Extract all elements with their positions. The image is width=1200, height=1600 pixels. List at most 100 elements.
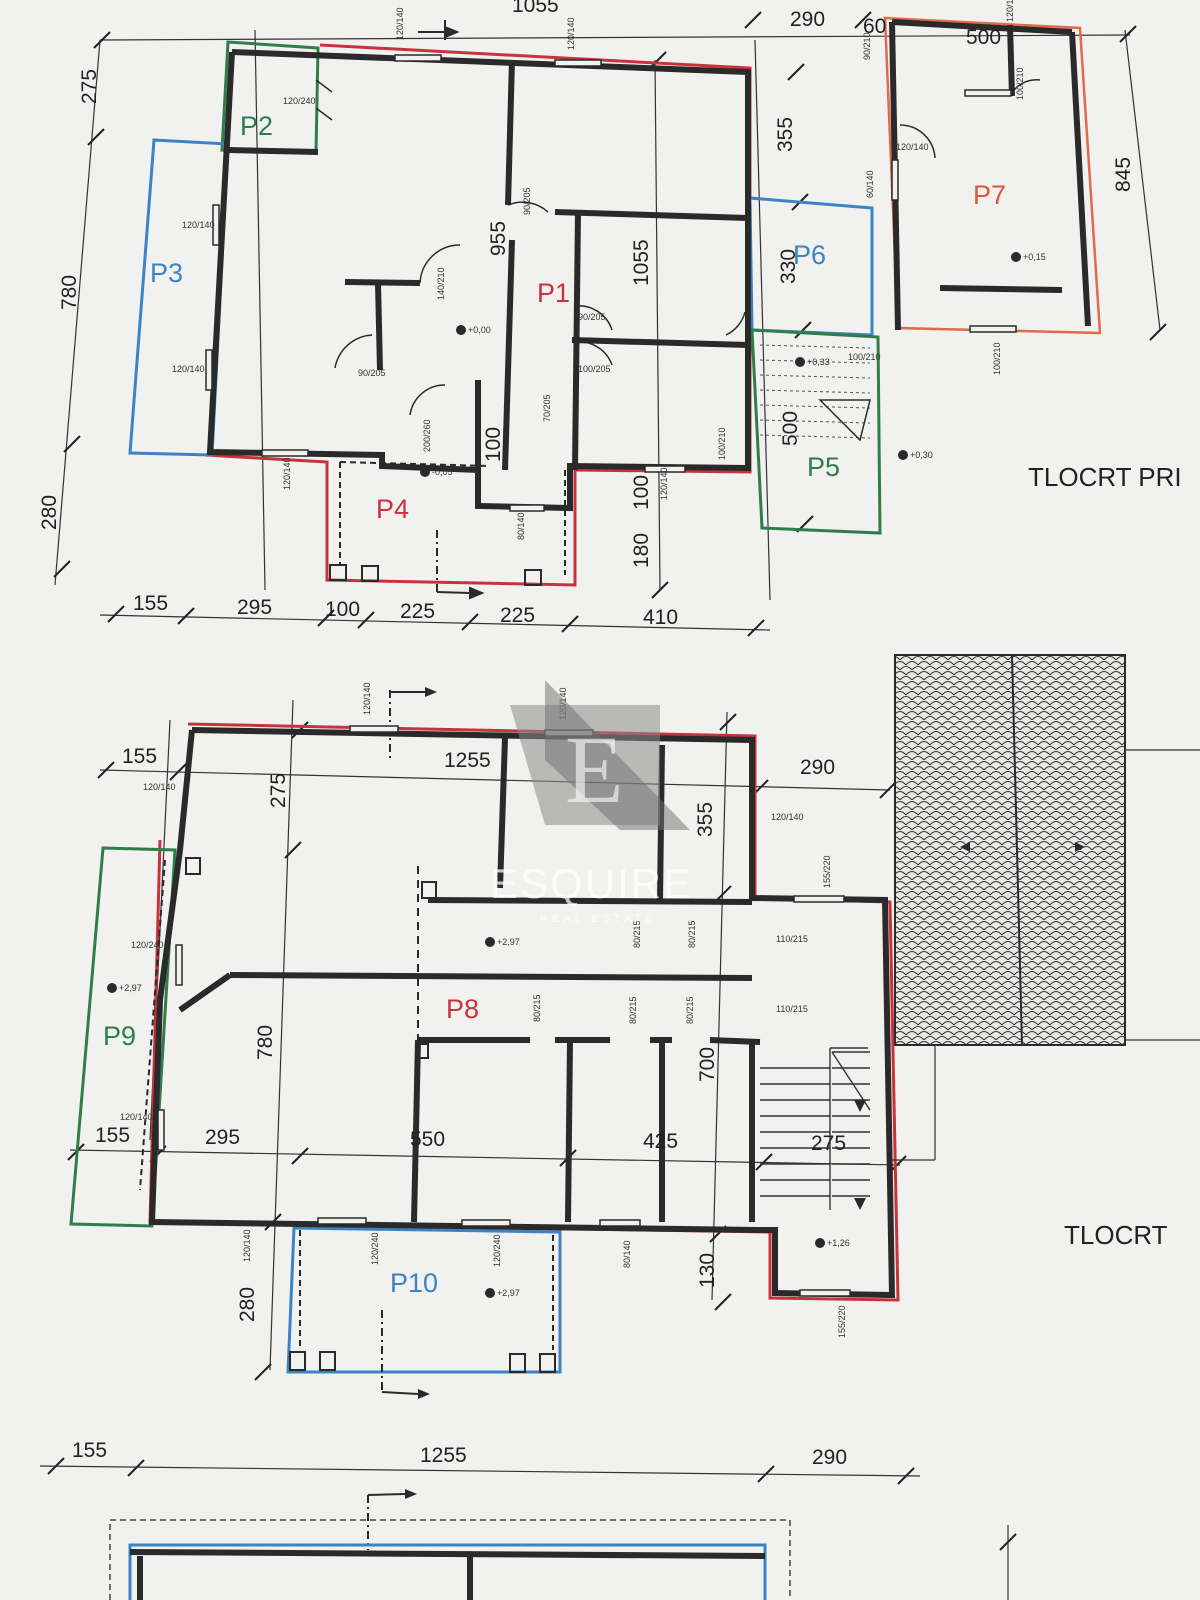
dim-upper-155b: 155 [95, 1124, 130, 1147]
level-mark: +2,97 [497, 937, 520, 947]
room-label-p6: P6 [793, 240, 826, 270]
level-mark: +1,26 [827, 1238, 850, 1248]
dim-left-780: 780 [58, 275, 81, 310]
room-label-p2: P2 [240, 111, 273, 141]
opening-tag: 120/140 [182, 220, 215, 230]
level-mark: +0,33 [807, 357, 830, 367]
dim-upper-275b: 275 [811, 1132, 846, 1155]
dim-inner-330: 330 [777, 249, 800, 284]
dim-inner-1055: 1055 [630, 239, 653, 286]
level-mark: +2,97 [119, 983, 142, 993]
ground-floor-title: TLOCRT PRI [1028, 462, 1182, 492]
opening-tag: 100/210 [717, 427, 727, 460]
dim-left-280: 280 [38, 495, 61, 530]
opening-tag: 120/140 [172, 364, 205, 374]
dim-bottom-225b: 225 [500, 604, 535, 627]
dim-top-290: 290 [790, 8, 825, 31]
opening-tag: 120/140 [395, 7, 405, 40]
opening-tag: 120/240 [370, 1232, 380, 1265]
opening-tag: 120/140 [282, 457, 292, 490]
opening-tag: 120/240 [283, 96, 316, 106]
watermark-sub: REAL ESTATE [540, 913, 657, 925]
opening-tag: 100/210 [848, 352, 881, 362]
room-label-p8: P8 [446, 994, 479, 1024]
dim-inner-100a: 100 [482, 427, 505, 462]
dim-third-1255: 1255 [420, 1444, 467, 1467]
dim-right-845: 845 [1112, 157, 1135, 192]
dim-bottom-410: 410 [643, 606, 678, 629]
upper-floor-plan: 155 1255 290 275 780 355 700 155 295 550… [67, 654, 1200, 1399]
dim-upper-275: 275 [267, 773, 290, 808]
opening-tag: 90/205 [358, 368, 386, 378]
dim-inner-355: 355 [774, 117, 797, 152]
opening-tag: 80/215 [632, 920, 642, 948]
dim-bottom-155: 155 [133, 592, 168, 615]
dim-left-275: 275 [78, 69, 101, 104]
opening-tag: 120/140 [242, 1229, 252, 1262]
opening-tag: 120/140 [362, 682, 372, 715]
dim-upper-1255: 1255 [444, 749, 491, 772]
opening-tag: 80/140 [516, 512, 526, 540]
watermark-logo-letter: E [565, 716, 624, 823]
room-label-p1: P1 [537, 278, 570, 308]
room-label-p9: P9 [103, 1021, 136, 1051]
dim-upper-550: 550 [410, 1128, 445, 1151]
dim-top-500: 500 [966, 26, 1001, 49]
roof-tile-area [894, 654, 1126, 1046]
opening-tag: 80/215 [687, 920, 697, 948]
opening-tag: 80/140 [622, 1240, 632, 1268]
opening-tag: 90/210 [862, 32, 872, 60]
level-mark: +0,15 [1023, 252, 1046, 262]
opening-tag: 70/205 [542, 394, 552, 422]
opening-tag: 110/215 [776, 934, 808, 944]
room-label-p5: P5 [807, 452, 840, 482]
opening-tag: 155/220 [837, 1305, 847, 1338]
dim-upper-425: 425 [643, 1130, 678, 1153]
ground-floor-plan: 1055 290 60 500 275 780 280 155 295 100 … [38, 0, 1182, 637]
opening-tag: 100/210 [992, 342, 1002, 375]
third-plan-partial: 155 1255 290 [39, 1439, 1017, 1600]
opening-tag: 60/140 [865, 170, 875, 198]
upper-opening-annotations: 120/140 120/140 120/140 120/140 120/240 … [120, 682, 847, 1338]
dim-top-1055: 1055 [512, 0, 559, 17]
dim-inner-955: 955 [487, 221, 510, 256]
opening-tag: 120/240 [492, 1234, 502, 1267]
dim-top-60: 60 [863, 15, 886, 38]
opening-tag: 120/140 [120, 1112, 153, 1122]
room-label-p4: P4 [376, 494, 409, 524]
dim-upper-155: 155 [122, 745, 157, 768]
opening-tag: 80/215 [628, 996, 638, 1024]
dim-upper-130: 130 [696, 1253, 719, 1288]
opening-tag: 120/140 [566, 17, 576, 50]
dim-third-290: 290 [812, 1446, 847, 1469]
dim-upper-355: 355 [694, 802, 717, 837]
dim-upper-700: 700 [696, 1047, 719, 1082]
watermark-brand: ESQUIRE [490, 860, 693, 907]
dim-third-155: 155 [72, 1439, 107, 1462]
opening-tag: 80/215 [685, 996, 695, 1024]
opening-tag: 155/220 [822, 855, 832, 888]
room-label-p7: P7 [973, 180, 1006, 210]
opening-tag: 200/260 [422, 419, 432, 452]
opening-tag: 80/215 [532, 994, 542, 1022]
level-mark: +0,30 [910, 450, 933, 460]
opening-tag: 100/210 [1015, 67, 1025, 100]
room-label-p10: P10 [390, 1268, 438, 1298]
dim-upper-280: 280 [236, 1287, 259, 1322]
opening-tag: 120/240 [131, 940, 164, 950]
dim-inner-100b: 100 [630, 475, 653, 510]
level-mark: +2,97 [497, 1288, 520, 1298]
dim-inner-500: 500 [779, 411, 802, 446]
dim-upper-780: 780 [254, 1025, 277, 1060]
opening-tag: 120/140 [896, 142, 929, 152]
dim-bottom-100: 100 [325, 598, 360, 621]
opening-tag: 140/210 [436, 267, 446, 300]
dim-bottom-295: 295 [237, 596, 272, 619]
opening-tag: 90/205 [578, 312, 606, 322]
level-mark: -0,05 [432, 467, 453, 477]
opening-tag: 120/140 [659, 467, 669, 500]
opening-tag: 120/140 [1005, 0, 1015, 22]
dim-upper-290: 290 [800, 756, 835, 779]
opening-tag: 90/205 [522, 187, 532, 215]
